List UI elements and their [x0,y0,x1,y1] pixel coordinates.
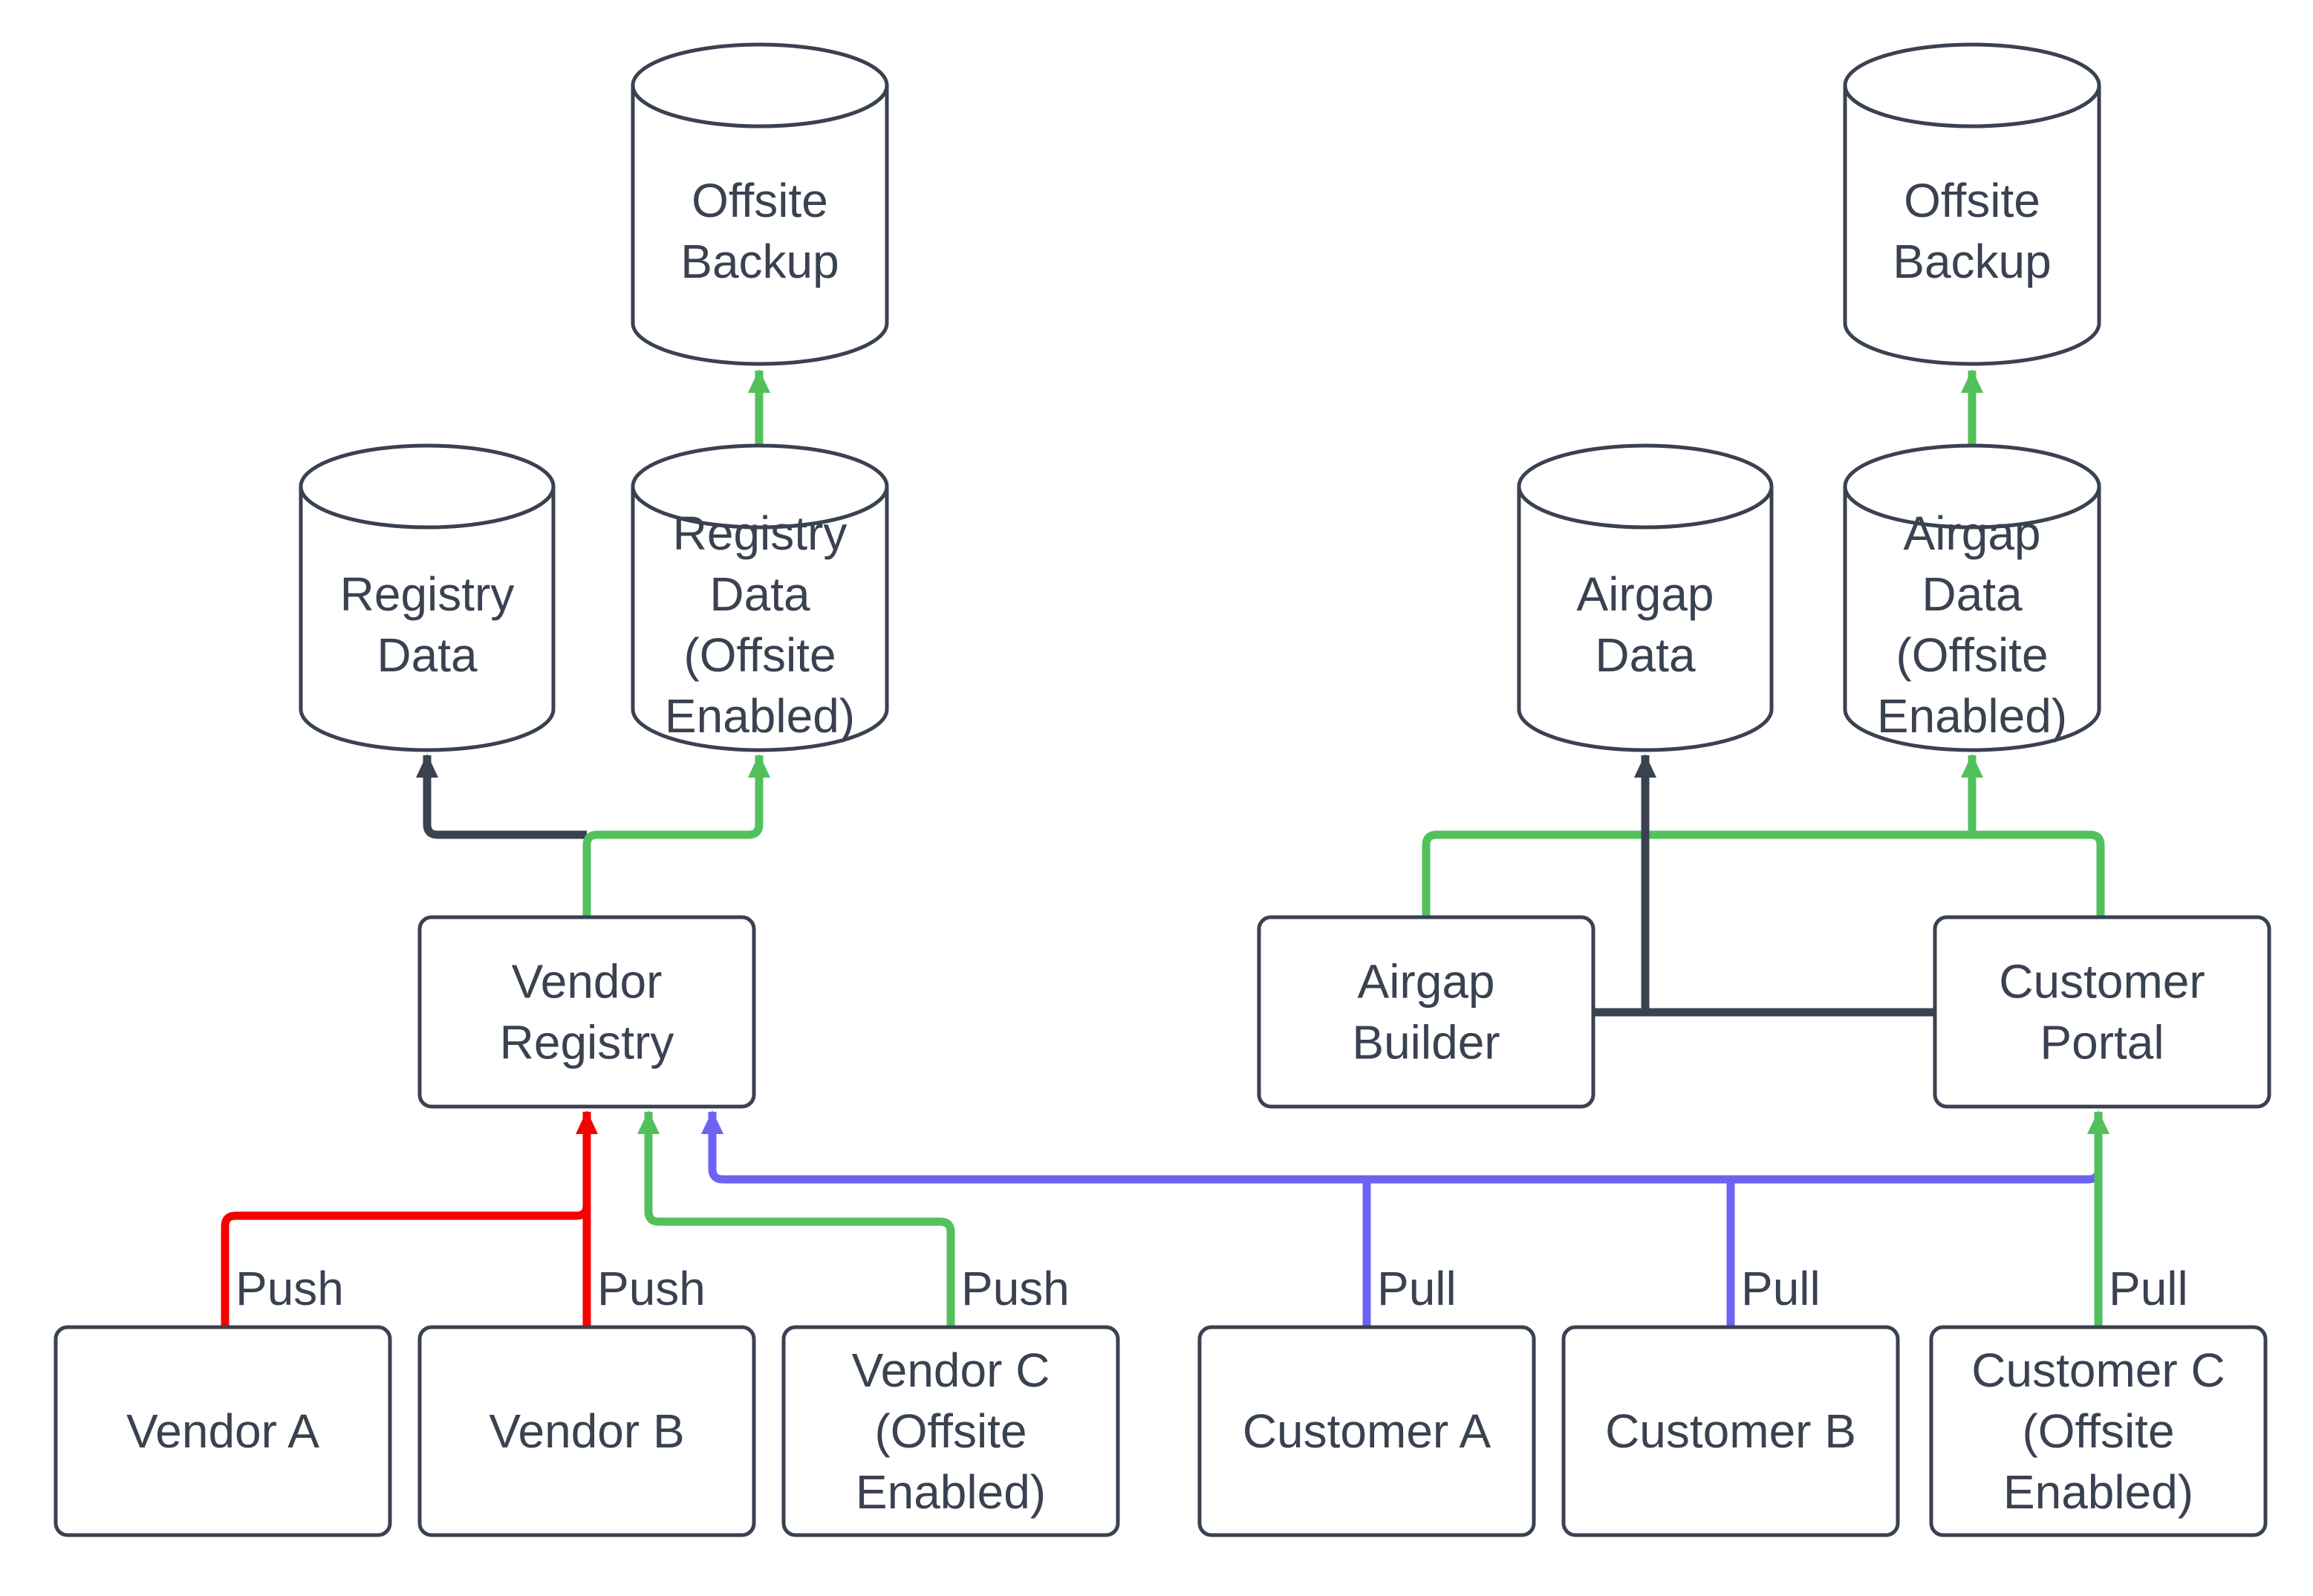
edge-label-pull-customer-c: Pull [2109,1262,2188,1315]
edge-label-pull-customer-a: Pull [1377,1262,1457,1315]
box-shape [1929,1325,2268,1537]
box-shape [417,915,756,1109]
box-shape [417,1325,756,1537]
edge-push-vendor-c [637,1110,955,1327]
box-shape [1257,915,1595,1109]
cylinder-top [631,443,889,530]
cylinder-top [1843,443,2101,530]
node-label: Customer B [1605,1404,1856,1458]
edges-layer [221,369,2109,1327]
cylinder-top [299,443,556,530]
edge-pull-trunk [701,1110,2103,1184]
node-vendor-b: Vendor B [417,1325,756,1537]
edge-store-registry-data-offsite [582,754,770,917]
cylinder-top [1843,42,2101,128]
box-shape [1561,1325,1900,1537]
box-shape [1933,915,2271,1109]
node-label: Customer A [1243,1404,1491,1458]
node-customer-b: Customer B [1561,1325,1900,1537]
edge-store-registry-data [416,754,587,839]
edge-label-push-vendor-b: Push [597,1262,706,1315]
box-shape [53,1325,392,1537]
edge-label-push-vendor-c: Push [961,1262,1070,1315]
box-shape [781,1325,1120,1537]
edge-label-pull-customer-b: Pull [1741,1262,1821,1315]
edge-labels-layer: Push Push Push Pull Pull Pull [235,1262,2188,1315]
node-vendor-a: Vendor A [53,1325,392,1537]
node-label: Vendor B [489,1404,684,1458]
cylinder-top [631,42,889,128]
node-customer-a: Customer A [1197,1325,1536,1537]
edge-label-push-vendor-a: Push [235,1262,344,1315]
edge-sync-offsite-right [1422,830,2105,917]
node-label: Vendor A [126,1404,319,1458]
box-shape [1197,1325,1536,1537]
cylinder-top [1517,443,1774,530]
